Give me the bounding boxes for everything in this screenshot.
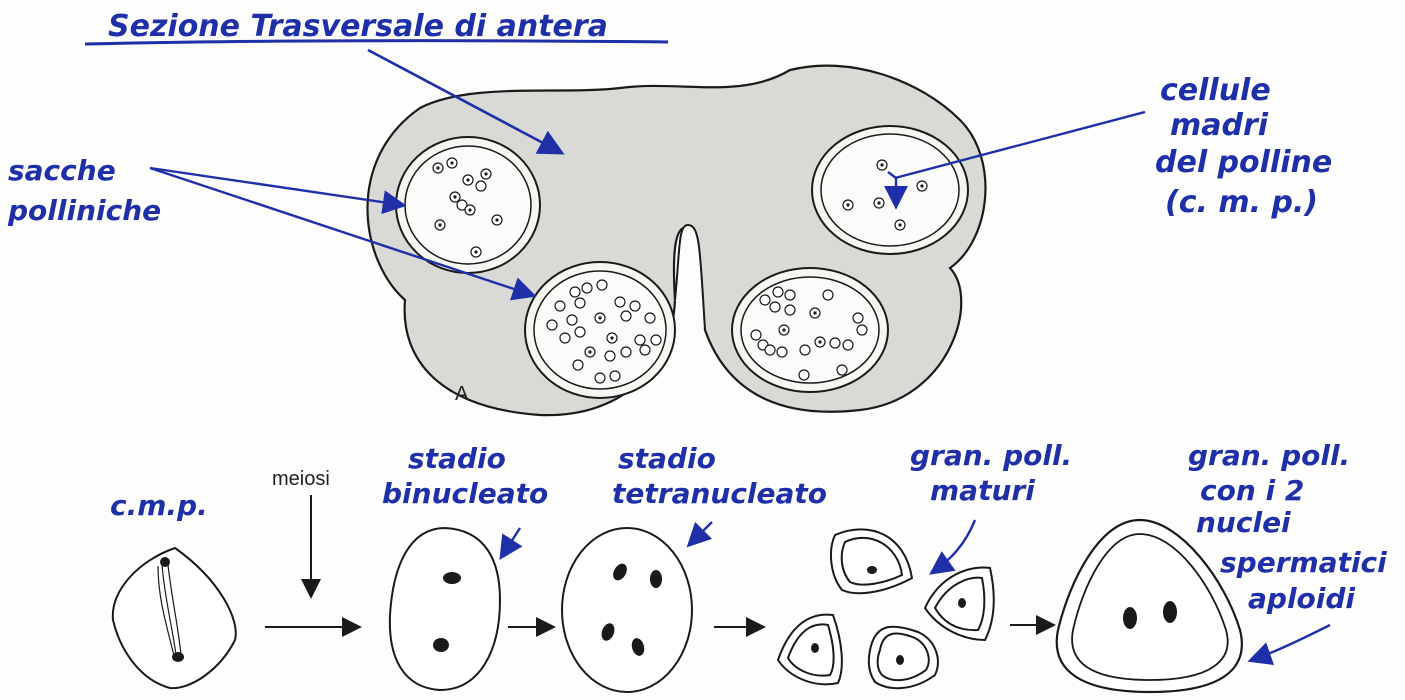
cmp-label-line2: madri (1170, 108, 1269, 143)
anther-section (368, 66, 986, 416)
sacche-label-line1: sacche (8, 154, 116, 187)
stage-binucleate-cell (390, 528, 500, 690)
cmp-label-line3: del polline (1155, 145, 1332, 180)
stage-tetranucleate-label-line1: stadio (618, 442, 716, 475)
stage-tetranucleate-pointer (690, 522, 712, 544)
meiosi-label: meiosi (272, 468, 330, 490)
stage-final-label-line4: spermatici (1220, 546, 1387, 579)
cmp-label-line4: (c. m. p.) (1165, 185, 1318, 220)
stage-mature-grains (778, 529, 994, 688)
stage-final-pointer (1252, 625, 1330, 660)
stage-tetranucleate-label-line2: tetranucleato (612, 477, 827, 510)
stage-final-label-line2: con i 2 (1200, 474, 1304, 507)
stage-cmp-label: c.m.p. (110, 489, 208, 522)
stage-mature-label-line2: maturi (930, 474, 1035, 507)
stage-tetranucleate-cell (562, 528, 692, 692)
cmp-label-line1: cellule (1160, 73, 1271, 108)
pollen-sac-upper-right (812, 126, 968, 254)
stage-final-label-line5: aploidi (1248, 582, 1355, 615)
stage-final-label-line1: gran. poll. (1188, 439, 1350, 472)
figure-letter: A (455, 383, 469, 405)
sacche-label-line2: polliniche (7, 194, 161, 227)
stage-binucleate-label-line2: binucleato (382, 477, 548, 510)
stage-mature-pointer (933, 520, 975, 572)
stage-final-label-line3: nuclei (1196, 506, 1291, 539)
stage-binucleate-label-line1: stadio (408, 442, 506, 475)
title-text: Sezione Trasversale di antera (108, 9, 608, 44)
sacche-pointer-arrow-1 (150, 168, 402, 205)
stage-final-grain (1057, 520, 1242, 692)
stage-cmp-cell (113, 548, 236, 688)
stage-mature-label-line1: gran. poll. (910, 439, 1072, 472)
stage-binucleate-pointer (502, 528, 520, 556)
